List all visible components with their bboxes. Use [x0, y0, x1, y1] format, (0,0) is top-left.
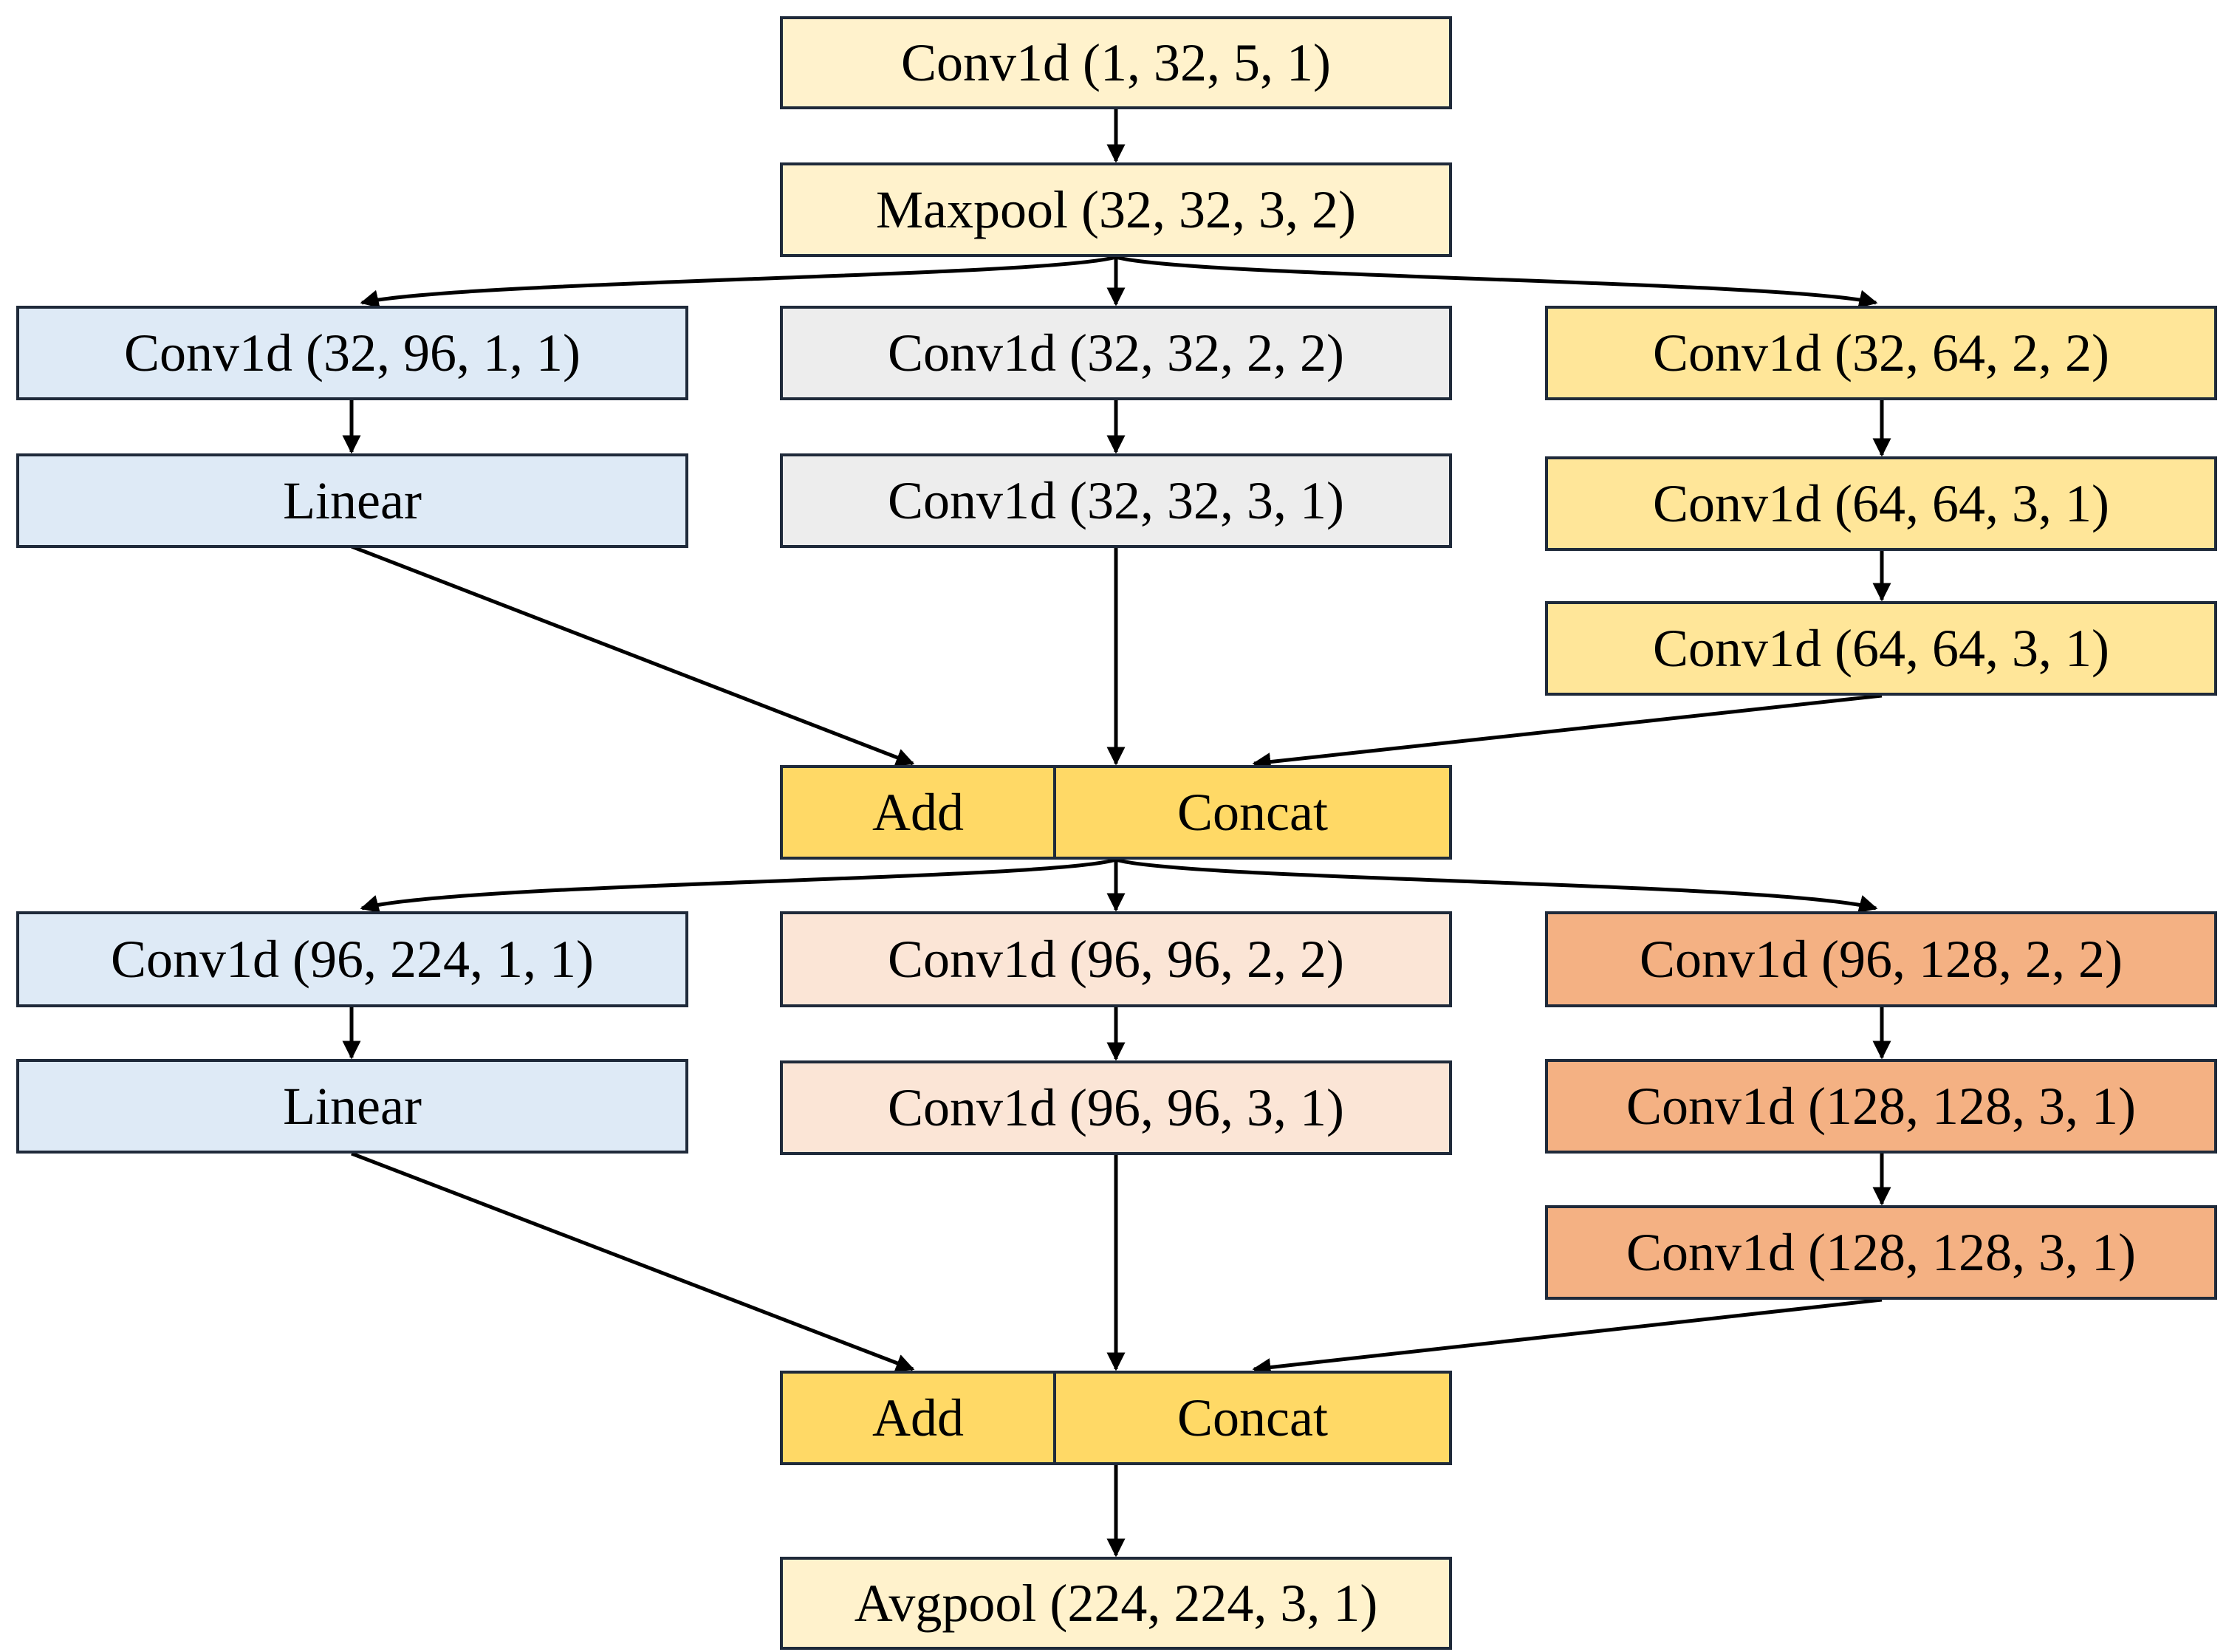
node-label: Conv1d (32, 96, 1, 1): [124, 323, 581, 383]
edge-b2-conv-128-128-b-to-b2-concat: [1252, 1298, 1883, 1377]
node-b1-linear: Linear: [16, 453, 688, 548]
node-b2-conv-96-96-3: Conv1d (96, 96, 3, 1): [780, 1060, 1452, 1155]
node-label: Add: [872, 783, 964, 842]
edge-b2-linear-to-b2-add: [351, 1151, 915, 1372]
node-b2-conv-96-128: Conv1d (96, 128, 2, 2): [1545, 911, 2217, 1007]
node-label: Maxpool (32, 32, 3, 2): [876, 180, 1356, 239]
node-label: Conv1d (96, 224, 1, 1): [111, 930, 594, 989]
node-label: Linear: [283, 1077, 422, 1136]
node-b1-conv-64-64-a: Conv1d (64, 64, 3, 1): [1545, 456, 2217, 551]
node-label: Conv1d (128, 128, 3, 1): [1626, 1077, 2136, 1136]
node-b1-conv-32-32-3: Conv1d (32, 32, 3, 1): [780, 453, 1452, 548]
edge-b1-concat-to-b2-conv-96-128: [1115, 857, 1878, 914]
node-label: Concat: [1177, 1388, 1328, 1447]
node-b2-linear: Linear: [16, 1059, 688, 1154]
node-label: Conv1d (64, 64, 3, 1): [1653, 474, 2109, 533]
node-label: Conv1d (128, 128, 3, 1): [1626, 1223, 2136, 1282]
node-b2-add: Add: [780, 1371, 1056, 1465]
node-b2-conv-96-96-2: Conv1d (96, 96, 2, 2): [780, 911, 1452, 1007]
node-label: Conv1d (32, 32, 2, 2): [888, 323, 1344, 383]
node-conv-1-32: Conv1d (1, 32, 5, 1): [780, 16, 1452, 109]
node-label: Conv1d (96, 128, 2, 2): [1640, 930, 2123, 989]
node-label: Conv1d (32, 32, 3, 1): [888, 471, 1344, 530]
node-b1-add: Add: [780, 765, 1056, 860]
edges: [342, 108, 1891, 1557]
node-label: Avgpool (224, 224, 3, 1): [855, 1574, 1378, 1633]
node-b2-conv-128-128-b: Conv1d (128, 128, 3, 1): [1545, 1205, 2217, 1300]
edge-maxpool-to-b1-conv-32-96: [360, 255, 1117, 309]
node-b1-concat: Concat: [1053, 765, 1452, 860]
node-b2-conv-96-224: Conv1d (96, 224, 1, 1): [16, 911, 688, 1007]
node-label: Conv1d (1, 32, 5, 1): [901, 33, 1331, 92]
node-b2-concat: Concat: [1053, 1371, 1452, 1465]
edge-maxpool-to-b1-conv-32-64: [1115, 255, 1878, 309]
edge-b1-concat-to-b2-conv-96-224: [360, 857, 1117, 914]
node-label: Conv1d (32, 64, 2, 2): [1653, 323, 2109, 383]
node-label: Conv1d (96, 96, 2, 2): [888, 930, 1344, 989]
node-b1-conv-64-64-b: Conv1d (64, 64, 3, 1): [1545, 601, 2217, 696]
node-label: Concat: [1177, 783, 1328, 842]
node-maxpool: Maxpool (32, 32, 3, 2): [780, 162, 1452, 257]
node-label: Conv1d (64, 64, 3, 1): [1653, 619, 2109, 678]
node-label: Add: [872, 1388, 964, 1447]
node-b1-conv-32-64: Conv1d (32, 64, 2, 2): [1545, 306, 2217, 400]
edge-b1-linear-to-b1-add: [351, 544, 915, 767]
node-b2-conv-128-128-a: Conv1d (128, 128, 3, 1): [1545, 1059, 2217, 1154]
node-label: Conv1d (96, 96, 3, 1): [888, 1078, 1344, 1137]
nodes: Conv1d (1, 32, 5, 1) Maxpool (32, 32, 3,…: [16, 16, 2217, 1650]
edge-b1-conv-64-64-b-to-b1-concat: [1252, 693, 1883, 772]
node-avgpool: Avgpool (224, 224, 3, 1): [780, 1557, 1452, 1650]
node-b1-conv-32-32-2: Conv1d (32, 32, 2, 2): [780, 306, 1452, 400]
node-b1-conv-32-96: Conv1d (32, 96, 1, 1): [16, 306, 688, 400]
node-label: Linear: [283, 471, 422, 530]
